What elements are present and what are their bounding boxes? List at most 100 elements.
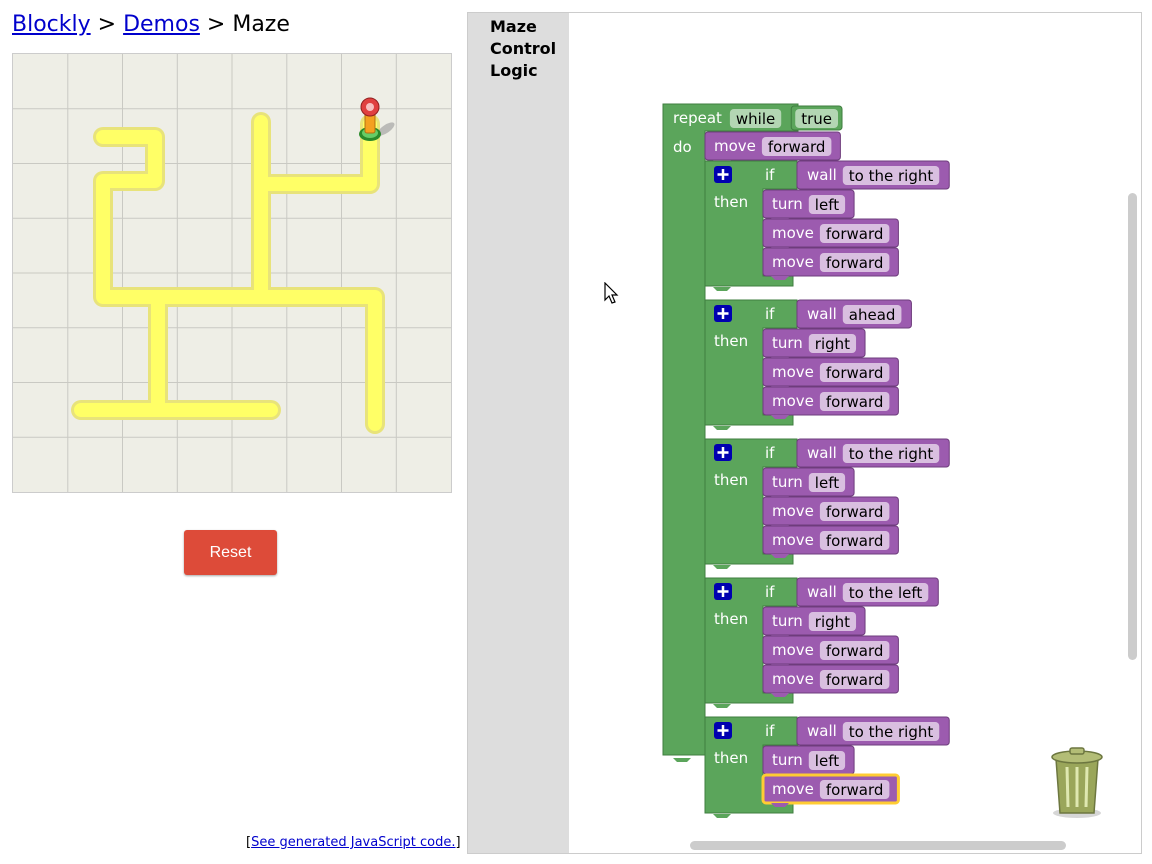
move-direction-field: forward xyxy=(826,781,884,799)
move-direction-field-bg[interactable] xyxy=(819,502,890,521)
trash-can-icon[interactable] xyxy=(1048,745,1106,819)
toolbox-category-maze[interactable]: Maze xyxy=(490,17,537,36)
move-label: move xyxy=(772,531,814,549)
wall-condition-block[interactable]: wall ahead xyxy=(796,299,912,329)
move-label: move xyxy=(772,780,814,798)
move-direction-field: forward xyxy=(826,671,884,689)
move-direction-field-bg[interactable] xyxy=(819,392,890,411)
turn-direction-field: right xyxy=(815,613,850,631)
maze-display xyxy=(12,53,452,493)
repeat-label: repeat xyxy=(673,109,722,127)
wall-label: wall xyxy=(807,305,837,323)
wall-direction-dropdown-bg[interactable] xyxy=(842,444,940,463)
move-direction-field-bg[interactable] xyxy=(819,253,890,272)
move-direction-field-bg[interactable] xyxy=(819,780,890,799)
bracket-open: [ xyxy=(246,835,252,850)
move-direction-field-bg[interactable] xyxy=(761,137,832,156)
turn-direction-field-bg[interactable] xyxy=(808,334,857,353)
bracket-close: ] xyxy=(455,835,461,850)
turn-label: turn xyxy=(772,751,803,769)
logic-true-value-bg[interactable] xyxy=(795,109,839,128)
move-block[interactable]: move forward xyxy=(762,635,899,668)
move-direction-field-bg[interactable] xyxy=(819,224,890,243)
maze-grid xyxy=(13,54,451,492)
wall-label: wall xyxy=(807,583,837,601)
turn-direction-field-bg[interactable] xyxy=(808,751,846,770)
vertical-scrollbar[interactable] xyxy=(1128,193,1137,660)
move-block[interactable]: move forward xyxy=(762,386,899,419)
turn-label: turn xyxy=(772,473,803,491)
wall-direction-dropdown-bg[interactable] xyxy=(842,166,940,185)
move-label: move xyxy=(772,224,814,242)
if-label: if xyxy=(765,305,775,323)
wall-direction-dropdown-bg[interactable] xyxy=(842,305,902,324)
horizontal-scrollbar[interactable] xyxy=(690,841,1066,850)
wall-condition-block[interactable]: wall to the left xyxy=(796,577,939,607)
wall-direction-dropdown: to the right xyxy=(849,723,934,741)
repeat-mode-dropdown: while xyxy=(736,110,775,128)
move-label: move xyxy=(772,392,814,410)
wall-direction-dropdown-bg[interactable] xyxy=(842,583,929,602)
page-title: Maze xyxy=(232,12,290,37)
wall-direction-dropdown-bg[interactable] xyxy=(842,722,940,741)
turn-block[interactable]: turn left xyxy=(762,745,855,778)
move-direction-field: forward xyxy=(826,364,884,382)
turn-direction-field-bg[interactable] xyxy=(808,195,846,214)
toolbox-category-logic[interactable]: Logic xyxy=(490,61,538,80)
see-generated-code-link[interactable]: See generated JavaScript code. xyxy=(251,835,456,850)
move-direction-field-bg[interactable] xyxy=(819,531,890,550)
turn-direction-field: left xyxy=(815,196,839,214)
mouse-cursor-icon xyxy=(604,282,619,304)
breadcrumb-separator: > xyxy=(97,12,117,37)
move-label: move xyxy=(772,502,814,520)
turn-direction-field: left xyxy=(815,752,839,770)
then-label: then xyxy=(714,749,748,767)
reset-button[interactable]: Reset xyxy=(184,530,277,575)
move-direction-field: forward xyxy=(826,532,884,550)
wall-label: wall xyxy=(807,166,837,184)
move-direction-field-bg[interactable] xyxy=(819,641,890,660)
breadcrumb-link-blockly[interactable]: Blockly xyxy=(12,12,91,37)
turn-block[interactable]: turn right xyxy=(762,328,866,361)
toolbox-category-control[interactable]: Control xyxy=(490,39,557,58)
if-label: if xyxy=(765,166,775,184)
move-direction-field: forward xyxy=(826,642,884,660)
move-direction-field: forward xyxy=(768,138,826,156)
turn-direction-field: right xyxy=(815,335,850,353)
wall-direction-dropdown: ahead xyxy=(849,306,896,324)
move-direction-field: forward xyxy=(826,393,884,411)
move-direction-field-bg[interactable] xyxy=(819,363,890,382)
turn-direction-field-bg[interactable] xyxy=(808,612,857,631)
move-block[interactable]: move forward xyxy=(762,525,899,558)
move-direction-field-bg[interactable] xyxy=(819,670,890,689)
wall-label: wall xyxy=(807,444,837,462)
move-label: move xyxy=(772,641,814,659)
move-block[interactable]: move forward xyxy=(761,773,900,807)
wall-direction-dropdown: to the left xyxy=(849,584,923,602)
toolbox: Maze Control Logic xyxy=(468,13,569,853)
turn-direction-field-bg[interactable] xyxy=(808,473,846,492)
turn-label: turn xyxy=(772,334,803,352)
pegman-icon xyxy=(359,97,395,141)
repeat-mode-dropdown-bg[interactable] xyxy=(729,109,782,128)
breadcrumb-link-demos[interactable]: Demos xyxy=(123,12,200,37)
